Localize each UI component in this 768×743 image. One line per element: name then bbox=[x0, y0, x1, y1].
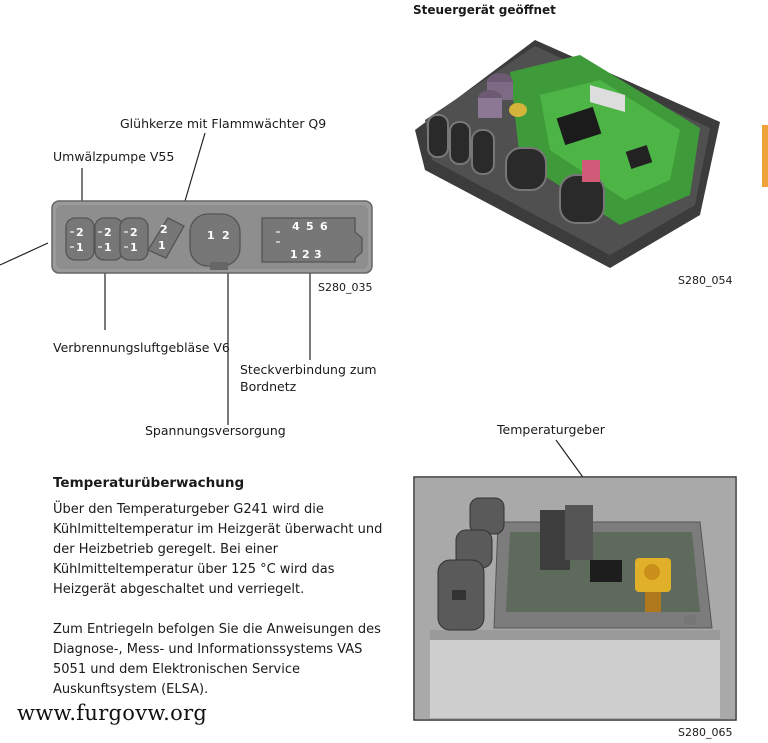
figure-id-connector: S280_035 bbox=[318, 281, 373, 294]
paragraph-2: Zum Entriegeln befolgen Sie die Anweisun… bbox=[53, 622, 381, 697]
svg-text:2: 2 bbox=[160, 223, 168, 236]
svg-text:2: 2 bbox=[76, 226, 84, 239]
label-q9: Glühkerze mit Flammwächter Q9 bbox=[120, 116, 327, 131]
svg-text:4: 4 bbox=[292, 220, 300, 233]
svg-text:1: 1 bbox=[158, 239, 166, 252]
svg-text:1: 1 bbox=[207, 229, 215, 242]
svg-text:5: 5 bbox=[306, 220, 314, 233]
socket-v55 bbox=[65, 213, 363, 267]
figure-id-top: S280_054 bbox=[678, 274, 733, 287]
svg-text:2: 2 bbox=[104, 226, 112, 239]
section-body: Über den Temperaturgeber G241 wird die K… bbox=[53, 500, 383, 700]
svg-text:2: 2 bbox=[222, 229, 230, 242]
svg-text:1: 1 bbox=[290, 248, 298, 261]
svg-text:2: 2 bbox=[130, 226, 138, 239]
section-heading: Temperaturüberwachung bbox=[53, 475, 245, 491]
svg-text:2: 2 bbox=[302, 248, 310, 261]
label-v55: Umwälzpumpe V55 bbox=[53, 149, 175, 164]
svg-text:3: 3 bbox=[314, 248, 322, 261]
figure-id-bottom: S280_065 bbox=[678, 726, 733, 739]
label-v6: Verbrennungsluftgebläse V6 bbox=[53, 340, 230, 355]
paragraph-1: Über den Temperaturgeber G241 wird die K… bbox=[53, 502, 383, 597]
svg-text:6: 6 bbox=[320, 220, 328, 233]
photo-bottom-label: Temperaturgeber bbox=[497, 422, 605, 437]
watermark: www.furgovw.org bbox=[17, 701, 208, 725]
svg-text:1: 1 bbox=[130, 241, 138, 254]
svg-text:1: 1 bbox=[76, 241, 84, 254]
svg-text:1: 1 bbox=[104, 241, 112, 254]
label-power: Spannungsversorgung bbox=[145, 423, 286, 438]
label-bordnetz-1: Steckverbindung zum bbox=[240, 362, 377, 377]
photo-top-title: Steuergerät geöffnet bbox=[413, 3, 556, 17]
label-bordnetz-2: Bordnetz bbox=[240, 379, 297, 394]
